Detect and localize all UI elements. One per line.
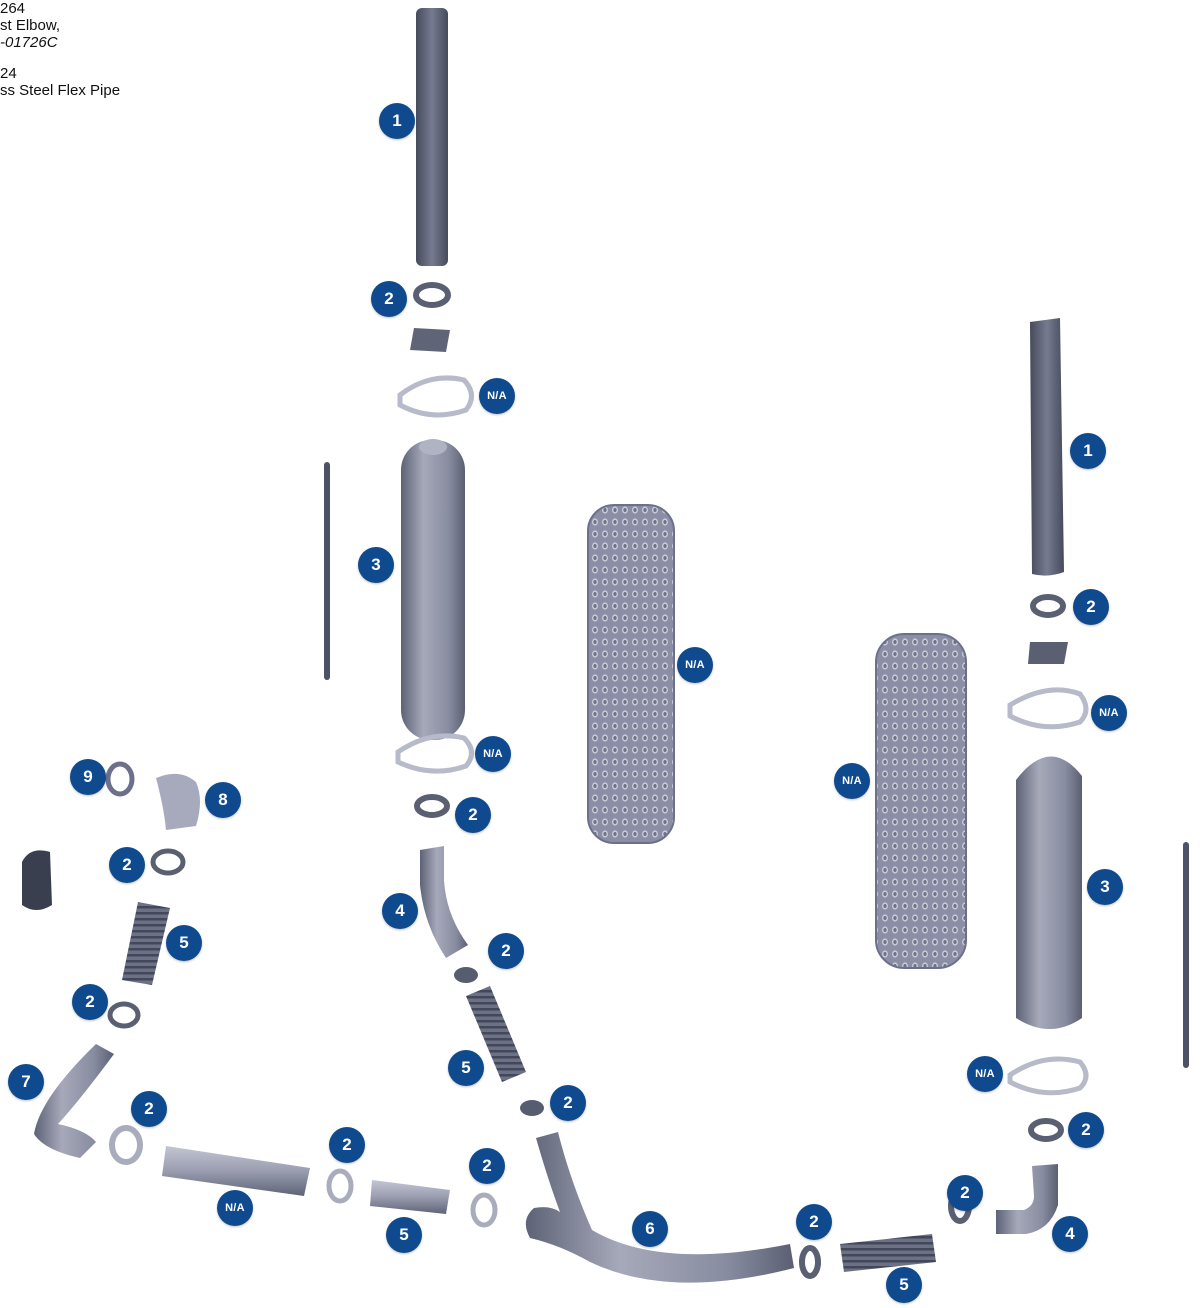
callout-badge: 7 (8, 1064, 44, 1100)
callout-badge: 6 (632, 1211, 668, 1247)
gasket-ring (400, 378, 472, 415)
callout-badge: 9 (70, 759, 106, 795)
callout-badge: 1 (1070, 433, 1106, 469)
muffler-top-cap (419, 439, 447, 455)
callout-badge: 2 (469, 1148, 505, 1184)
clamp-ring (454, 967, 478, 983)
callout-badge: 2 (796, 1204, 832, 1240)
clamp-ring (473, 1195, 495, 1225)
flex-pipe (370, 1180, 450, 1214)
muffler-left (401, 440, 465, 740)
y-pipe (526, 1132, 794, 1283)
callout-badge: 2 (947, 1175, 983, 1211)
flex-pipe (840, 1234, 936, 1272)
callout-badge: N/A (217, 1190, 253, 1226)
tailpipe-cap (22, 850, 52, 910)
callout-badge: 8 (205, 782, 241, 818)
callout-badge: N/A (479, 378, 515, 414)
clamp-ring (108, 764, 132, 794)
callout-badge: 2 (131, 1091, 167, 1127)
callout-badge: N/A (677, 647, 713, 683)
callout-badge: 2 (371, 281, 407, 317)
callout-badge: N/A (475, 736, 511, 772)
straight-pipe (162, 1146, 310, 1196)
callout-badge: 4 (1052, 1216, 1088, 1252)
clamp-ring (110, 1004, 138, 1026)
callout-badge: 1 (379, 103, 415, 139)
callout-badge: 5 (448, 1050, 484, 1086)
clamp-ring (416, 285, 448, 305)
flange-adapter (410, 328, 450, 352)
callout-badge: 5 (166, 925, 202, 961)
callout-badge: N/A (1091, 695, 1127, 731)
stack-pipe-right (1030, 318, 1064, 576)
muffler-right (1016, 756, 1082, 1029)
gasket-ring (1010, 1059, 1086, 1093)
heat-shield-perforated (876, 634, 966, 968)
bent-pipe (34, 1044, 114, 1158)
clamp-ring (520, 1100, 544, 1116)
callout-badge: 2 (550, 1085, 586, 1121)
clamp-ring (153, 851, 183, 873)
clamp-ring (329, 1171, 351, 1201)
clamp-ring (417, 797, 447, 815)
callout-badge: 5 (886, 1267, 922, 1303)
mounting-rod (1183, 842, 1189, 1068)
gasket-ring (1010, 690, 1086, 727)
mounting-rod (324, 462, 330, 680)
elbow-pipe (156, 774, 200, 830)
callout-badge: 2 (72, 984, 108, 1020)
callout-badge: 5 (386, 1217, 422, 1253)
clamp-ring (1033, 597, 1063, 615)
callout-badge: N/A (967, 1056, 1003, 1092)
elbow-pipe (420, 846, 468, 958)
callout-badge: 2 (109, 847, 145, 883)
callout-badge: 2 (1068, 1112, 1104, 1148)
stack-pipe-left (416, 8, 448, 266)
gasket-ring (398, 736, 472, 771)
flange-adapter (1028, 642, 1068, 664)
callout-badge: 2 (1073, 589, 1109, 625)
clamp-ring (112, 1128, 140, 1162)
heat-shield-perforated (588, 505, 674, 843)
flex-pipe (122, 902, 170, 985)
callout-badge: 3 (358, 547, 394, 583)
callout-badge: 4 (382, 893, 418, 929)
elbow-pipe (996, 1164, 1058, 1234)
callout-badge: 2 (455, 797, 491, 833)
callout-badge: N/A (834, 763, 870, 799)
clamp-ring (1031, 1121, 1061, 1139)
callout-badge: 3 (1087, 869, 1123, 905)
callout-badge: 2 (329, 1127, 365, 1163)
clamp-ring (802, 1248, 818, 1276)
callout-badge: 2 (488, 933, 524, 969)
